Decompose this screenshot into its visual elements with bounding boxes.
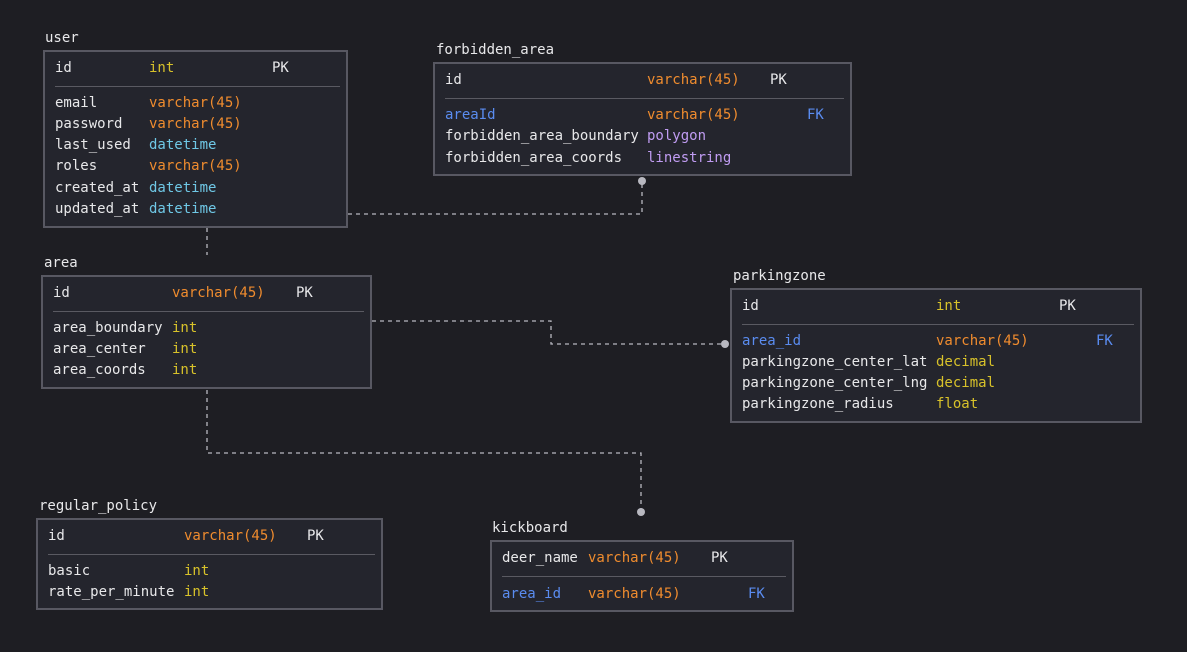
column-type: int: [184, 584, 210, 600]
entity-user[interactable]: id int PK email varchar(45) password var…: [43, 50, 348, 228]
column-type: varchar(45): [172, 285, 265, 301]
column-type: varchar(45): [936, 333, 1029, 349]
column-name: roles: [55, 158, 98, 174]
column-name: parkingzone_radius: [742, 396, 894, 412]
column-type: varchar(45): [588, 586, 681, 602]
column-name: area_center: [53, 341, 146, 357]
column-name: last_used: [55, 137, 131, 153]
column-type: float: [936, 396, 979, 412]
column-name: email: [55, 95, 98, 111]
column-name: id: [742, 298, 759, 314]
fk-tag: FK: [748, 586, 765, 602]
divider: [53, 311, 364, 312]
column-type: int: [184, 563, 210, 579]
entity-kickboard[interactable]: deer_name varchar(45) PK area_id varchar…: [490, 540, 794, 612]
column-type: int: [172, 362, 198, 378]
column-name: created_at: [55, 180, 140, 196]
column-type: polygon: [647, 128, 707, 144]
column-name: parkingzone_center_lat: [742, 354, 928, 370]
entity-regular-policy[interactable]: id varchar(45) PK basic int rate_per_min…: [36, 518, 383, 610]
column-type: varchar(45): [588, 550, 681, 566]
column-name: id: [53, 285, 70, 301]
column-name: id: [55, 60, 72, 76]
column-type: datetime: [149, 137, 217, 153]
column-name: deer_name: [502, 550, 578, 566]
pk-tag: PK: [711, 550, 728, 566]
column-name: password: [55, 116, 123, 132]
column-type: decimal: [936, 375, 996, 391]
divider: [48, 554, 375, 555]
column-type: datetime: [149, 180, 217, 196]
column-name: forbidden_area_coords: [445, 150, 623, 166]
column-name: rate_per_minute: [48, 584, 175, 600]
entity-title-kickboard: kickboard: [492, 520, 568, 536]
entity-area[interactable]: id varchar(45) PK area_boundary int area…: [41, 275, 372, 389]
fk-tag: FK: [1096, 333, 1113, 349]
divider: [502, 576, 786, 577]
column-type: int: [149, 60, 175, 76]
divider: [742, 324, 1134, 325]
column-name: updated_at: [55, 201, 140, 217]
pk-tag: PK: [307, 528, 324, 544]
column-name: areaId: [445, 107, 496, 123]
column-name: area_id: [502, 586, 562, 602]
column-type: int: [936, 298, 962, 314]
relation-end-dot: [637, 508, 645, 516]
column-name: forbidden_area_boundary: [445, 128, 639, 144]
divider: [55, 86, 340, 87]
relation-area-parkingzone: [372, 320, 725, 345]
column-name: area_id: [742, 333, 802, 349]
entity-forbidden-area[interactable]: id varchar(45) PK areaId varchar(45) FK …: [433, 62, 852, 176]
column-type: int: [172, 320, 198, 336]
column-type: varchar(45): [647, 72, 740, 88]
pk-tag: PK: [296, 285, 313, 301]
column-type: linestring: [647, 150, 732, 166]
column-type: int: [172, 341, 198, 357]
divider: [445, 98, 844, 99]
entity-title-parkingzone: parkingzone: [733, 268, 826, 284]
entity-title-forbidden-area: forbidden_area: [436, 42, 555, 58]
column-type: varchar(45): [184, 528, 277, 544]
column-type: datetime: [149, 201, 217, 217]
relation-end-dot: [721, 340, 729, 348]
relation-user-forbidden-area: [348, 181, 643, 215]
entity-title-user: user: [45, 30, 79, 46]
column-name: parkingzone_center_lng: [742, 375, 928, 391]
column-type: decimal: [936, 354, 996, 370]
column-name: basic: [48, 563, 91, 579]
fk-tag: FK: [807, 107, 824, 123]
entity-parkingzone[interactable]: id int PK area_id varchar(45) FK parking…: [730, 288, 1142, 423]
relation-end-dot: [638, 177, 646, 185]
pk-tag: PK: [272, 60, 289, 76]
pk-tag: PK: [1059, 298, 1076, 314]
column-name: id: [445, 72, 462, 88]
column-name: area_coords: [53, 362, 146, 378]
pk-tag: PK: [770, 72, 787, 88]
entity-title-regular-policy: regular_policy: [39, 498, 158, 514]
relation-area-kickboard: [206, 390, 642, 512]
column-type: varchar(45): [149, 158, 242, 174]
column-type: varchar(45): [149, 95, 242, 111]
column-name: id: [48, 528, 65, 544]
column-type: varchar(45): [149, 116, 242, 132]
column-name: area_boundary: [53, 320, 163, 336]
column-type: varchar(45): [647, 107, 740, 123]
entity-title-area: area: [44, 255, 78, 271]
